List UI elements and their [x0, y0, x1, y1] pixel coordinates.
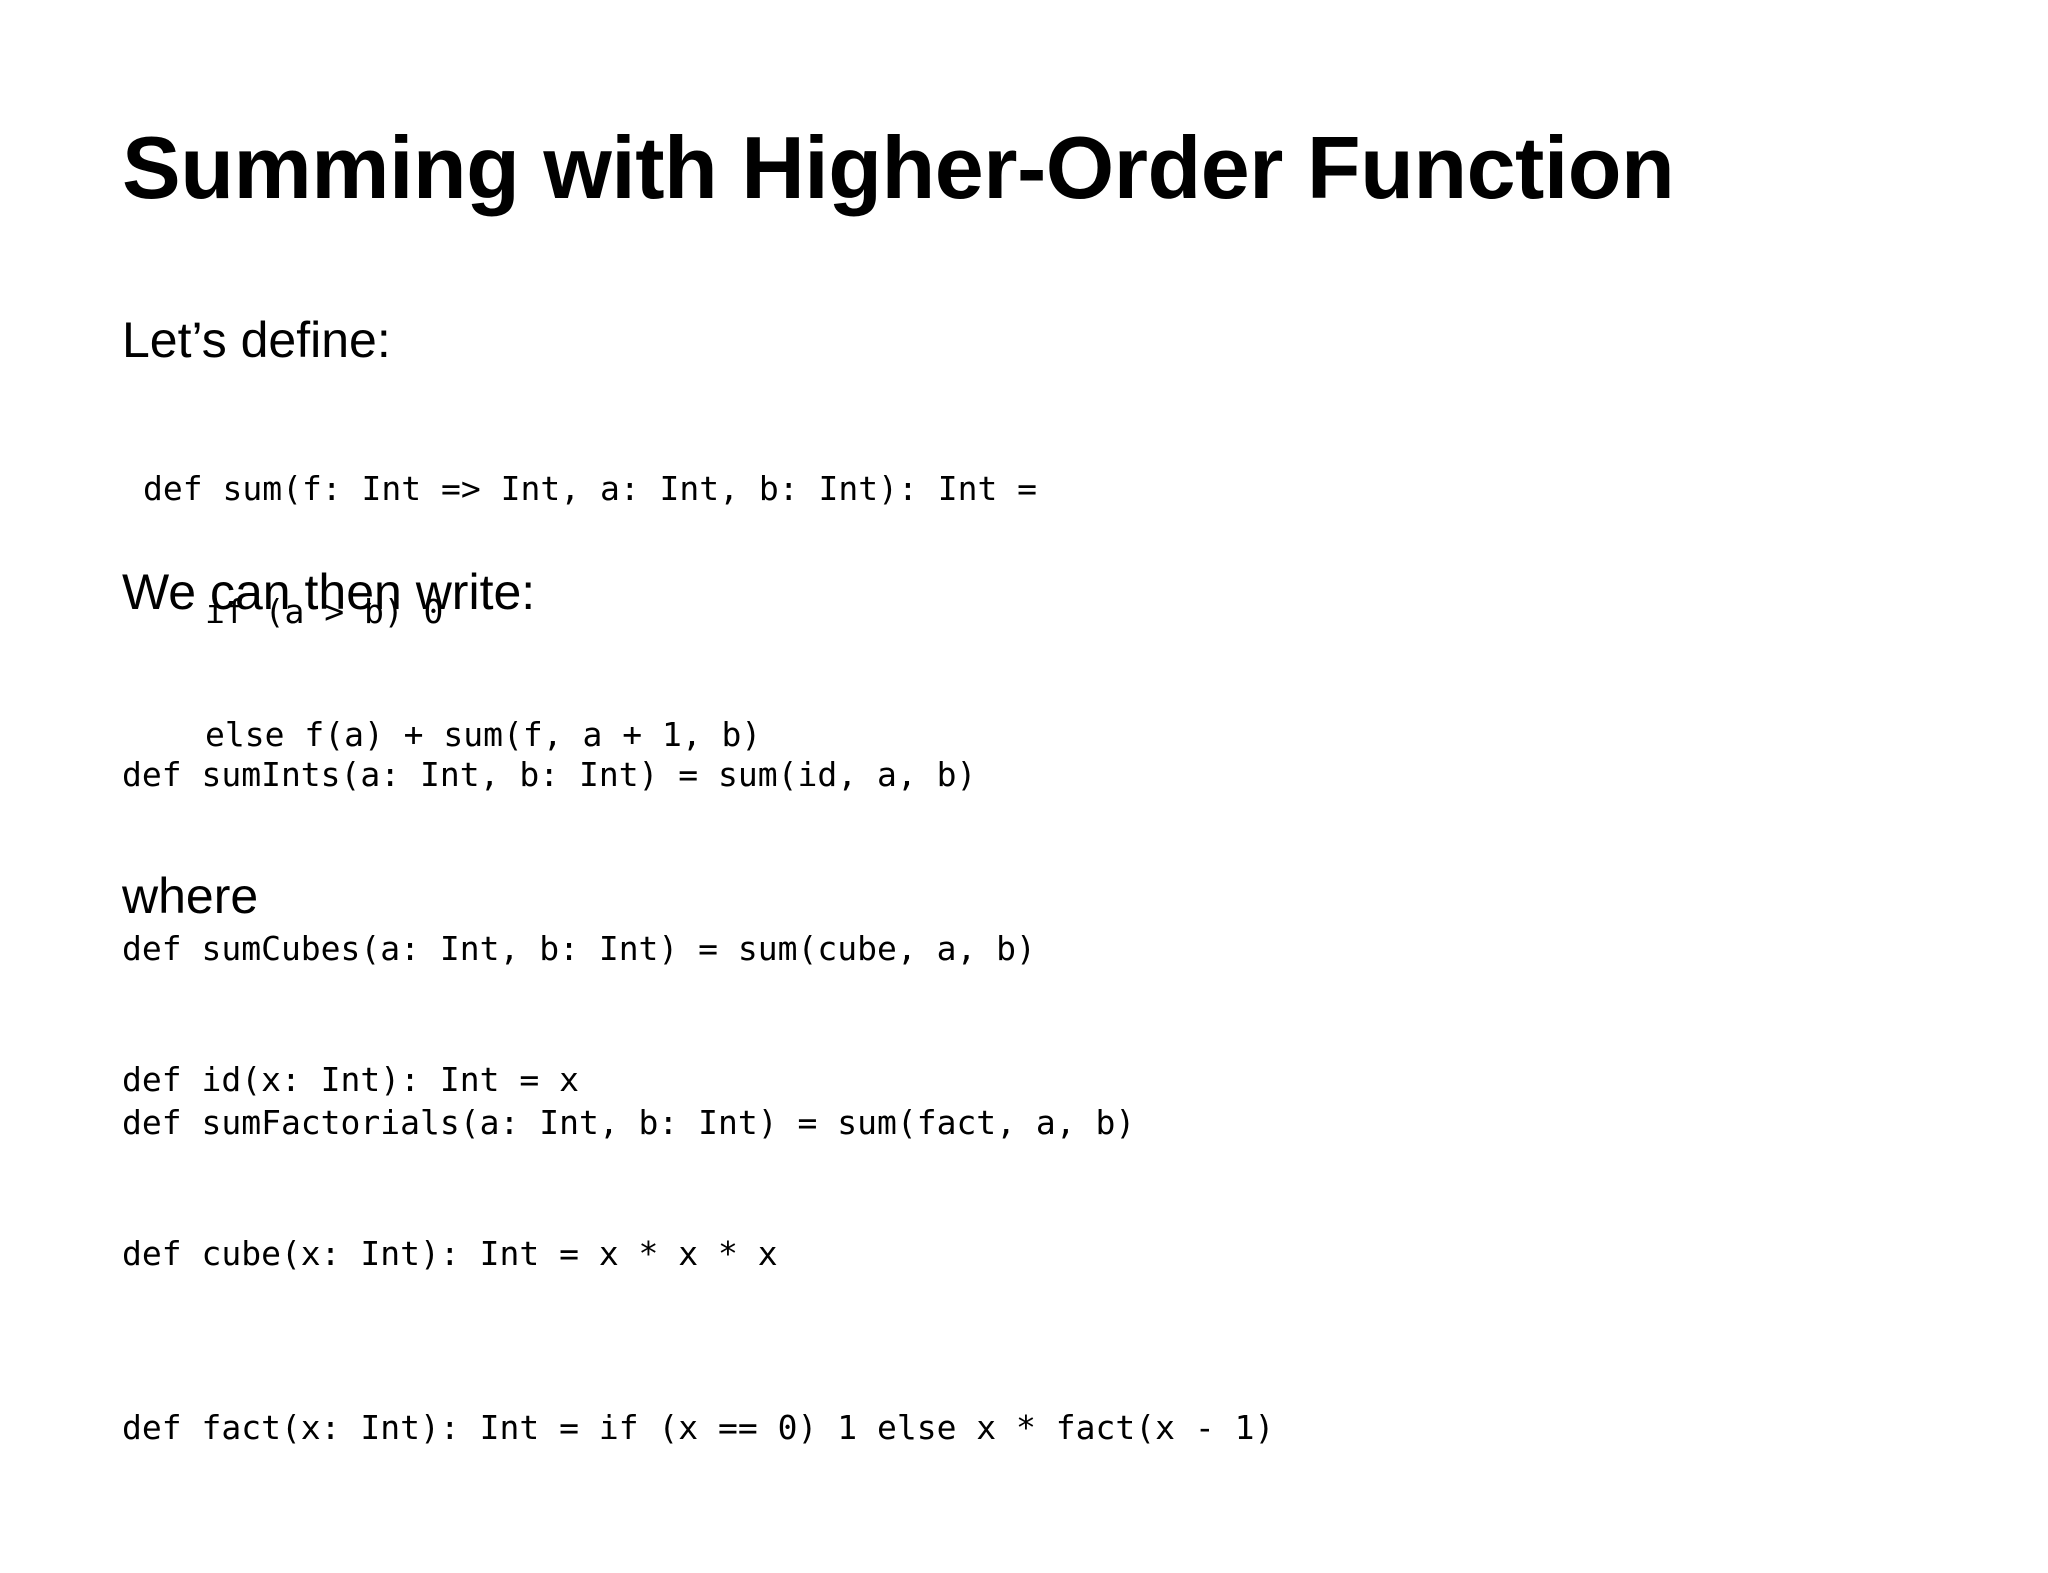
write-heading: We can then write: — [122, 564, 536, 620]
code-line: def sumFactorials(a: Int, b: Int) = sum(… — [122, 1103, 1136, 1142]
code-line: else f(a) + sum(f, a + 1, b) — [205, 715, 762, 754]
where-heading: where — [122, 868, 259, 924]
code-line: if (a > b) 0 — [205, 592, 444, 631]
code-line: def sumCubes(a: Int, b: Int) = sum(cube,… — [122, 929, 1036, 968]
sum-definition-code: def sum(f: Int => Int, a: Int, b: Int): … — [143, 386, 1037, 837]
slide: Summing with Higher-Order Function Let’s… — [122, 118, 1675, 1447]
code-line: def id(x: Int): Int = x — [122, 1060, 579, 1099]
code-line: def sumInts(a: Int, b: Int) = sum(id, a,… — [122, 755, 977, 794]
sum-functions-code: def sumInts(a: Int, b: Int) = sum(id, a,… — [122, 630, 1135, 1268]
define-heading: Let’s define: — [122, 312, 391, 368]
code-line: def fact(x: Int): Int = if (x == 0) 1 el… — [122, 1408, 1275, 1447]
code-line: def sum(f: Int => Int, a: Int, b: Int): … — [143, 469, 1038, 508]
helper-functions-code: def id(x: Int): Int = x def cube(x: Int)… — [122, 935, 1274, 1573]
slide-title: Summing with Higher-Order Function — [122, 118, 1675, 217]
code-line: def cube(x: Int): Int = x * x * x — [122, 1234, 778, 1273]
